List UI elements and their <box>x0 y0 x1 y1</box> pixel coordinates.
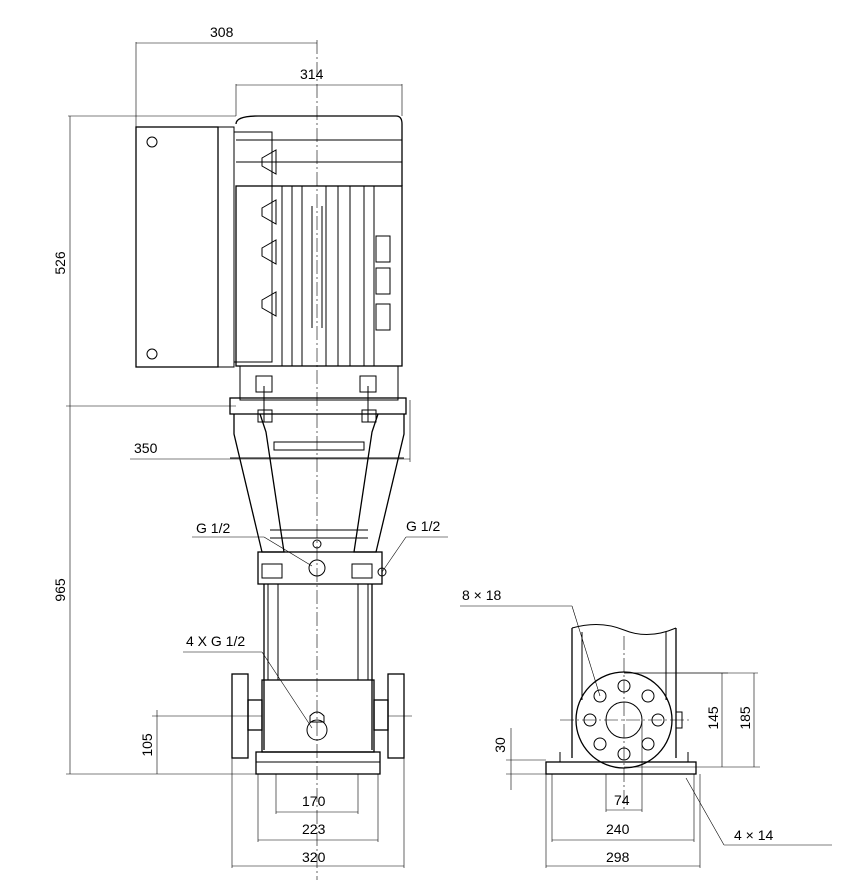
dim-965: 965 <box>52 578 68 602</box>
dim-105: 105 <box>139 733 155 757</box>
label-g-half-left: G 1/2 <box>196 520 230 536</box>
pump-head <box>257 539 387 585</box>
dim-145: 145 <box>705 706 721 730</box>
side-flange <box>575 671 683 769</box>
dimension-lines-front <box>66 42 448 868</box>
dim-314: 314 <box>300 66 324 82</box>
motor-stool <box>229 365 407 423</box>
dim-308: 308 <box>210 24 234 40</box>
dim-526: 526 <box>52 251 68 275</box>
dim-298: 298 <box>606 849 630 865</box>
dimension-lines-side <box>460 605 832 868</box>
dim-240: 240 <box>606 821 630 837</box>
terminal-box <box>135 126 277 368</box>
dim-223: 223 <box>302 821 326 837</box>
label-flange-holes: 8 × 18 <box>462 587 502 603</box>
label-4xg-half: 4 X G 1/2 <box>186 633 245 649</box>
front-view: 308 314 526 350 965 105 170 223 320 G 1/… <box>52 24 448 880</box>
dim-170: 170 <box>302 793 326 809</box>
chamber-stack <box>263 584 373 750</box>
dim-185: 185 <box>737 706 753 730</box>
dim-320: 320 <box>302 849 326 865</box>
dim-74: 74 <box>614 792 630 808</box>
motor-body <box>235 115 403 367</box>
label-g-half-right: G 1/2 <box>406 518 440 534</box>
side-view: 30 145 185 74 240 298 8 × 18 4 × 14 <box>460 587 832 868</box>
pump-base <box>231 673 405 775</box>
side-foot <box>545 761 697 775</box>
dim-30: 30 <box>492 737 508 753</box>
label-foot-holes: 4 × 14 <box>734 827 774 843</box>
dim-350: 350 <box>134 440 158 456</box>
